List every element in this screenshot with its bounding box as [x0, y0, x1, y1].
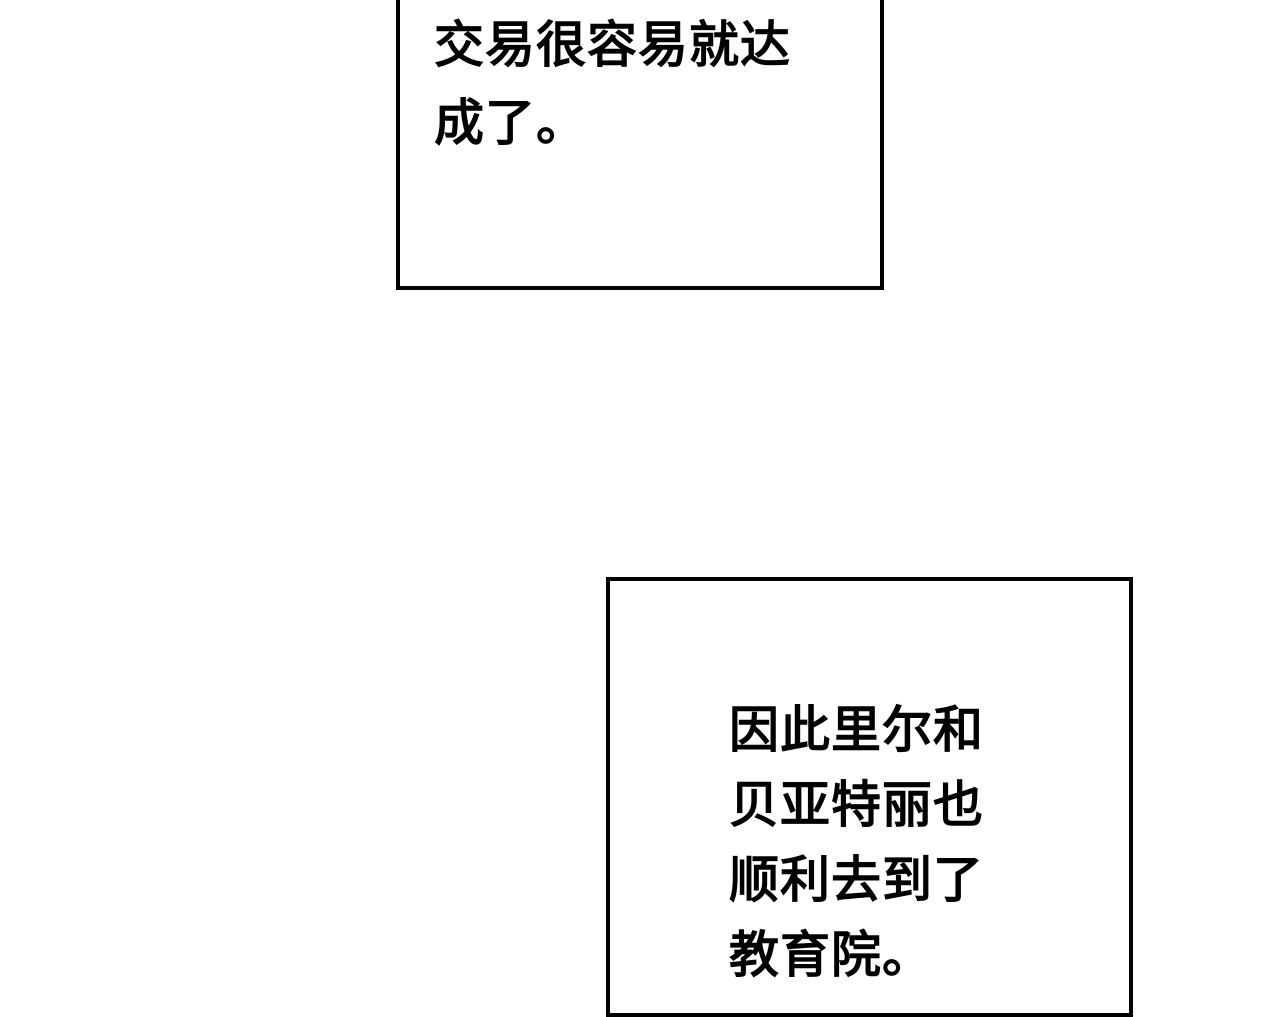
caption-2-line-1: 因此里尔和: [729, 701, 984, 759]
caption-2-line-4: 教育院。: [729, 926, 933, 984]
caption-2-line-3: 顺利去到了: [729, 851, 984, 909]
caption-box-2: [606, 577, 1133, 1017]
caption-2-line-2: 贝亚特丽也: [729, 776, 984, 834]
caption-box-1: [396, 0, 884, 290]
caption-1-line-1: 交易很容易就达: [434, 16, 791, 74]
caption-1-line-2: 成了。: [434, 94, 587, 152]
